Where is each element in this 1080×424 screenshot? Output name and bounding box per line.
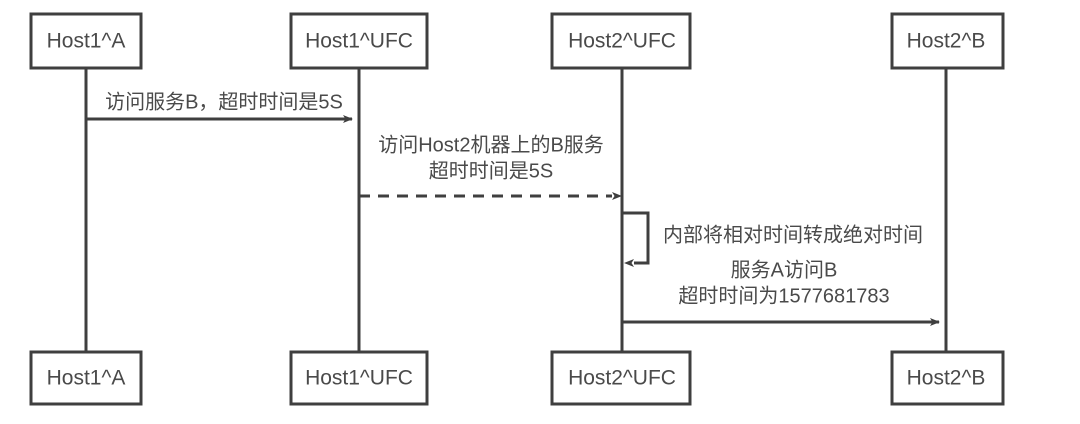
message-3-arrowhead [624, 259, 634, 267]
participant-box-host1-a-bottom[interactable]: Host1^A [29, 350, 143, 406]
participant-box-host1-ufc-top[interactable]: Host1^UFC [289, 12, 429, 70]
participant-box-host2-ufc-bottom[interactable]: Host2^UFC [550, 350, 692, 406]
lifelines-group [84, 68, 948, 352]
message-1-group[interactable]: 访问服务B，超时时间是5S [86, 90, 353, 123]
participant-label-host2-b-top: Host2^B [907, 30, 986, 53]
message-4-label-line-1: 服务A访问B [731, 258, 838, 281]
participant-boxes-bottom: Host1^A Host1^UFC Host2^UFC Host2^B [29, 350, 1005, 406]
participant-label-host1-ufc-top: Host1^UFC [305, 30, 413, 53]
participant-label-host2-ufc-top: Host2^UFC [568, 30, 676, 53]
participant-box-host1-ufc-bottom[interactable]: Host1^UFC [289, 350, 429, 406]
participant-box-host1-a-top[interactable]: Host1^A [29, 12, 143, 70]
participant-label-host2-b-bottom: Host2^B [907, 367, 986, 390]
participant-label-host1-ufc-bottom: Host1^UFC [305, 367, 413, 390]
message-2-label-line-1: 访问Host2机器上的B服务 [378, 133, 604, 156]
participant-label-host2-ufc-bottom: Host2^UFC [568, 367, 676, 390]
participant-box-host2-ufc-top[interactable]: Host2^UFC [550, 12, 692, 70]
participant-label-host1-a-top: Host1^A [47, 30, 126, 53]
message-1-label-line-1: 访问服务B，超时时间是5S [105, 90, 343, 113]
message-4-label-line-2: 超时时间为1577681783 [678, 284, 889, 307]
message-2-arrowhead [612, 192, 622, 200]
participant-box-host2-b-top[interactable]: Host2^B [890, 12, 1005, 70]
message-2-label-line-2: 超时时间是5S [429, 159, 553, 182]
participant-box-host2-b-bottom[interactable]: Host2^B [890, 350, 1005, 406]
message-4-group[interactable]: 服务A访问B 超时时间为1577681783 [622, 258, 940, 326]
participant-boxes-top: Host1^A Host1^UFC Host2^UFC Host2^B [29, 12, 1005, 70]
message-3-self-loop-path [622, 211, 650, 265]
message-2-group[interactable]: 访问Host2机器上的B服务 超时时间是5S [359, 133, 622, 200]
participant-label-host1-a-bottom: Host1^A [47, 367, 126, 390]
message-3-label-line-1: 内部将相对时间转成绝对时间 [663, 223, 923, 246]
message-3-self-loop-group[interactable]: 内部将相对时间转成绝对时间 [622, 211, 923, 267]
